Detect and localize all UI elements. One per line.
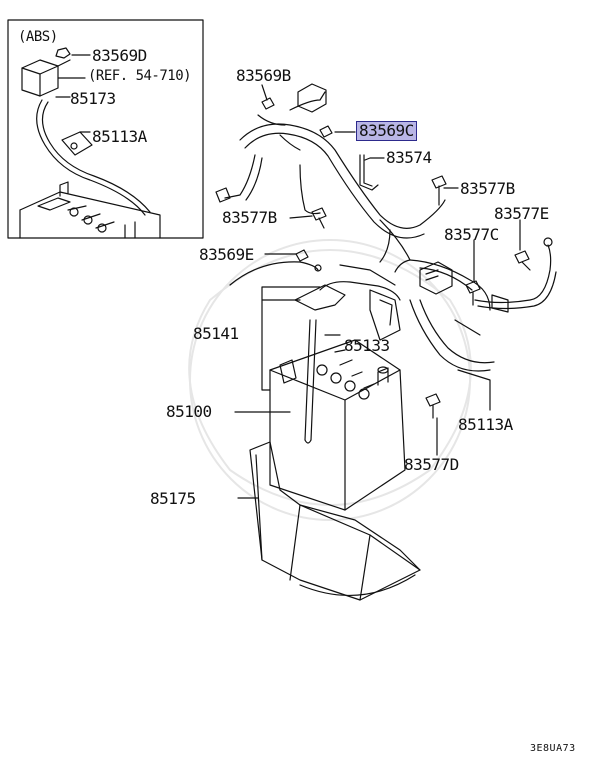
part-85141: 85141 (193, 324, 239, 343)
part-83577c: 83577C (444, 225, 499, 244)
fuse-link (369, 289, 401, 341)
nut-83569c (319, 125, 333, 138)
part-85133: 85133 (344, 336, 390, 355)
diagram-code: 3E8UA73 (530, 743, 576, 754)
part-85175: 85175 (150, 489, 196, 508)
nut-83569e (295, 249, 309, 262)
part-83577e: 83577E (494, 204, 549, 223)
part-83577d: 83577D (404, 455, 459, 474)
bolt-83577b-left (311, 207, 327, 229)
part-83577b-right: 83577B (460, 179, 515, 198)
bolt-83577c (465, 280, 481, 306)
battery-clamp (294, 284, 346, 311)
part-83569c-highlighted[interactable]: 83569C (356, 121, 417, 141)
bolt-83577e (514, 250, 531, 271)
watermark-logo (188, 239, 472, 521)
part-83569e: 83569E (199, 245, 254, 264)
abs-label: (ABS) (18, 29, 58, 45)
harness-main (239, 123, 446, 229)
abs-relay-cover (21, 59, 59, 97)
nut-83569b (261, 97, 275, 110)
battery-body (269, 339, 406, 511)
part-85100: 85100 (166, 402, 212, 421)
bracket-83574 (359, 154, 379, 191)
bolt-83577d (425, 393, 441, 419)
part-85113a: 85113A (458, 415, 513, 434)
reference-note: (REF. 54-710) (88, 68, 192, 84)
abs-inset-frame (7, 19, 204, 239)
part-83574: 83574 (386, 148, 432, 167)
part-83569d: 83569D (92, 46, 147, 65)
part-85113a-inset: 85113A (92, 127, 147, 146)
hold-down-rod (304, 319, 311, 441)
part-83569b: 83569B (236, 66, 291, 85)
battery-tray (249, 441, 421, 601)
connector-block (419, 261, 453, 295)
part-83577b-left: 83577B (222, 208, 277, 227)
part-85173: 85173 (70, 89, 116, 108)
bolt-83577b-upper (431, 175, 447, 206)
